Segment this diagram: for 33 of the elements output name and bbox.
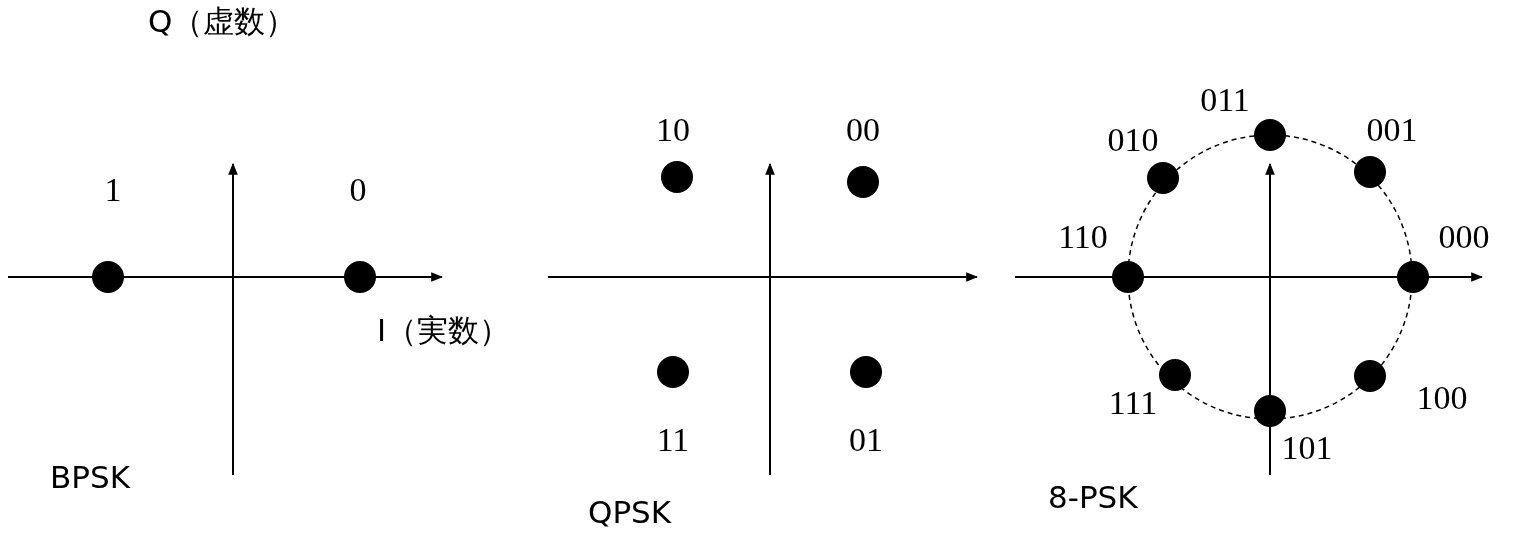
constellation-dot (1354, 360, 1386, 392)
modulation-label: 8-PSK (1048, 482, 1138, 513)
constellation-dot (92, 261, 124, 293)
constellation-dot (1354, 156, 1386, 188)
constellation-dot (1397, 261, 1429, 293)
bit-label: 111 (1108, 386, 1158, 420)
constellation-dot (1147, 162, 1179, 194)
constellation-dot (657, 356, 689, 388)
bit-label: 0 (349, 173, 367, 207)
bit-label: 011 (1200, 83, 1250, 117)
bit-label: 1 (104, 173, 122, 207)
bit-label: 11 (656, 423, 690, 457)
bit-label: 110 (1058, 220, 1108, 254)
bit-label: 101 (1281, 431, 1333, 465)
bit-label: 01 (849, 423, 883, 457)
bit-label: 10 (656, 113, 690, 147)
bit-label: 00 (846, 113, 880, 147)
constellation-dot (1112, 261, 1144, 293)
axis-label: I（実数） (377, 315, 511, 346)
constellation-dot (1159, 359, 1191, 391)
bit-label: 000 (1438, 220, 1490, 254)
bit-label: 010 (1107, 123, 1159, 157)
axis-label: Q（虚数） (148, 6, 297, 37)
bit-label: 001 (1366, 113, 1418, 147)
constellation-dot (1254, 395, 1286, 427)
constellation-dot (661, 161, 693, 193)
modulation-label: QPSK (588, 497, 672, 528)
constellation-dot (847, 166, 879, 198)
constellation-dot (1254, 119, 1286, 151)
bit-label: 100 (1416, 381, 1468, 415)
modulation-label: BPSK (50, 462, 130, 493)
constellation-dot (344, 261, 376, 293)
constellation-dot (850, 356, 882, 388)
